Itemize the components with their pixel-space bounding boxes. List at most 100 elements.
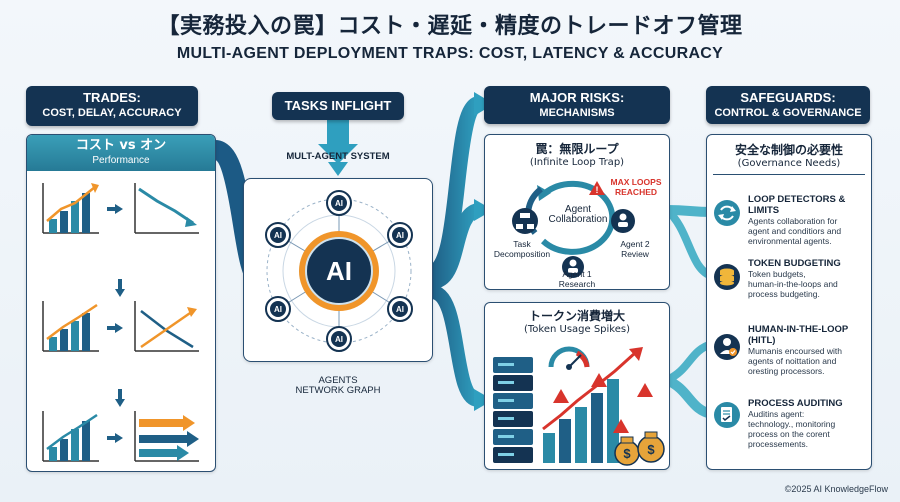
agents-network-graph: AI AI AI AI AI AI AI	[265, 190, 413, 352]
loop-detectors-desc-1: Agents collaboration for	[748, 216, 838, 226]
trades-panel: コスト vs オン Performance	[26, 134, 216, 472]
svg-text:$: $	[623, 446, 631, 461]
agent2-line1: Agent 2	[620, 239, 650, 249]
infinite-loop-panel: 罠：無限ループ (Infinite Loop Trap) ! MAX LOOPS…	[484, 134, 670, 290]
loop-detectors-title-2: LIMITS	[748, 205, 780, 216]
hitl-desc-2: agents of noittation and	[748, 356, 837, 366]
process-auditing-desc-1: Auditins agent:	[748, 409, 805, 419]
trades-charts	[42, 183, 199, 462]
svg-text:!: !	[596, 185, 599, 195]
agent-node: AI	[265, 296, 291, 322]
agents-system-box: AI AI AI AI AI AI AI	[243, 178, 433, 362]
agent1-line1: Agent 1	[562, 269, 592, 279]
collab-line1: Agent	[564, 204, 592, 215]
agent-node: AI	[326, 326, 352, 352]
hitl-title-2: (HITL)	[748, 335, 776, 346]
money-bag-icon: $	[614, 436, 640, 466]
svg-text:AI: AI	[335, 335, 343, 344]
loop-detectors-desc-2: agent and conditiors and	[748, 226, 842, 236]
loop-diagram: !	[512, 180, 635, 278]
trades-header-line2: COST, DELAY, ACCURACY	[42, 107, 182, 119]
system-to-token-arrow	[430, 203, 481, 289]
title-japanese: 【実務投入の罠】コスト・遅延・精度のトレードオフ管理	[157, 14, 743, 39]
collaboration-label: Agent Collaboration	[539, 205, 617, 225]
token-spike-graphic: $ $	[493, 346, 665, 466]
warning-icon	[613, 419, 629, 433]
token-budgeting-title: TOKEN BUDGETING	[748, 258, 841, 269]
tasks-inflight-header: TASKS INFLIGHT	[272, 92, 404, 120]
loop-panel-subtitle: (Infinite Loop Trap)	[529, 157, 625, 168]
hitl-desc-1: Mumanis encoursed with	[748, 346, 843, 356]
arrow-right-icon	[115, 433, 123, 443]
chart-row-1	[42, 183, 199, 234]
trades-panel-header: コスト vs オン Performance	[27, 135, 215, 171]
network-label-line2: NETWORK GRAPH	[295, 385, 381, 396]
warning-icon	[637, 383, 653, 397]
chart-row-3	[42, 411, 199, 462]
agent-research-icon	[562, 256, 584, 278]
warning-icon	[591, 373, 607, 387]
hitl-desc-3: oresting processors.	[748, 366, 825, 376]
svg-text:AI: AI	[335, 199, 343, 208]
task-line1: Task	[513, 239, 531, 249]
center-ai-label: AI	[326, 256, 352, 286]
agent2-label: Agent 2 Review	[605, 239, 665, 259]
arrow-down-icon	[115, 399, 125, 407]
trades-panel-subtitle: Performance	[92, 155, 150, 166]
refresh-icon	[714, 200, 740, 226]
token-budgeting-desc-2: human-in-the-loops and	[748, 279, 838, 289]
agent-node: AI	[265, 222, 291, 248]
network-graph-label: AGENTS NETWORK GRAPH	[278, 376, 398, 396]
hitl-title-1: HUMAN-IN-THE-LOOP	[748, 324, 849, 335]
safeguards-header-line2: CONTROL & GOVERNANCE	[714, 107, 862, 119]
arrow-right-icon	[115, 204, 123, 214]
agent2-line2: Review	[621, 249, 649, 259]
footer-copyright: ©2025 AI KnowledgeFlow	[784, 484, 888, 494]
money-bag-icon: $	[637, 431, 665, 463]
svg-text:AI: AI	[396, 231, 404, 240]
safeguards-header-line1: SAFEGUARDS:	[740, 90, 836, 105]
process-auditing-desc-3: process on the corent	[748, 429, 830, 439]
human-check-icon	[714, 334, 740, 360]
audit-doc-icon	[714, 402, 740, 428]
safeguard-item-loop-detectors: LOOP DETECTORS & LIMITS Agents collabora…	[712, 194, 870, 258]
system-to-token-lower-arrow	[430, 285, 481, 407]
arrow-down-icon	[115, 289, 125, 297]
trades-header: TRADES: COST, DELAY, ACCURACY	[26, 86, 198, 126]
task-decomposition-label: Task Decomposition	[487, 239, 557, 259]
safeguards-header: SAFEGUARDS: CONTROL & GOVERNANCE	[706, 86, 870, 124]
safeguard-item-process-auditing: PROCESS AUDITING Auditins agent: technol…	[712, 398, 870, 464]
process-auditing-desc-4: processements.	[748, 439, 808, 449]
svg-text:$: $	[647, 442, 655, 457]
risks-header-line1: MAJOR RISKS:	[529, 90, 625, 105]
agent-node: AI	[326, 190, 352, 216]
process-auditing-desc-2: technology., monitoring	[748, 419, 836, 429]
max-loops-label: MAX LOOPS REACHED	[603, 177, 669, 197]
risks-header-line2: MECHANISMS	[539, 107, 615, 119]
server-stack-icon	[493, 357, 533, 463]
risks-header: MAJOR RISKS: MECHANISMS	[484, 86, 670, 124]
arrow-right-icon	[115, 323, 123, 333]
agent1-label: Agent 1 Research	[547, 269, 607, 289]
warning-icon	[589, 181, 605, 195]
max-loops-line1: MAX LOOPS	[610, 177, 662, 187]
safeguard-item-hitl: HUMAN-IN-THE-LOOP (HITL) Mumanis encours…	[712, 324, 870, 394]
token-budgeting-desc-1: Token budgets,	[748, 269, 806, 279]
svg-text:AI: AI	[274, 231, 282, 240]
org-chart-icon	[512, 208, 538, 234]
max-loops-line2: REACHED	[614, 187, 658, 197]
agent-node: AI	[387, 222, 413, 248]
agent-node: AI	[387, 296, 413, 322]
loop-panel-title: 罠：無限ループ	[535, 142, 619, 156]
token-budgeting-desc-3: process budgeting.	[748, 289, 820, 299]
chart-row-2	[42, 301, 199, 352]
safeguard-item-token-budgeting: TOKEN BUDGETING Token budgets, human-in-…	[712, 258, 870, 322]
trades-header-line1: TRADES:	[83, 90, 141, 105]
token-spikes-panel: トークン消費増大 (Token Usage Spikes)	[484, 302, 670, 470]
task-line2: Decomposition	[493, 249, 551, 259]
svg-text:AI: AI	[274, 305, 282, 314]
agent1-line2: Research	[558, 279, 596, 289]
gauge-icon	[548, 346, 590, 370]
coin-stack-icon	[714, 264, 740, 290]
token-panel-title: トークン消費増大	[528, 309, 625, 323]
